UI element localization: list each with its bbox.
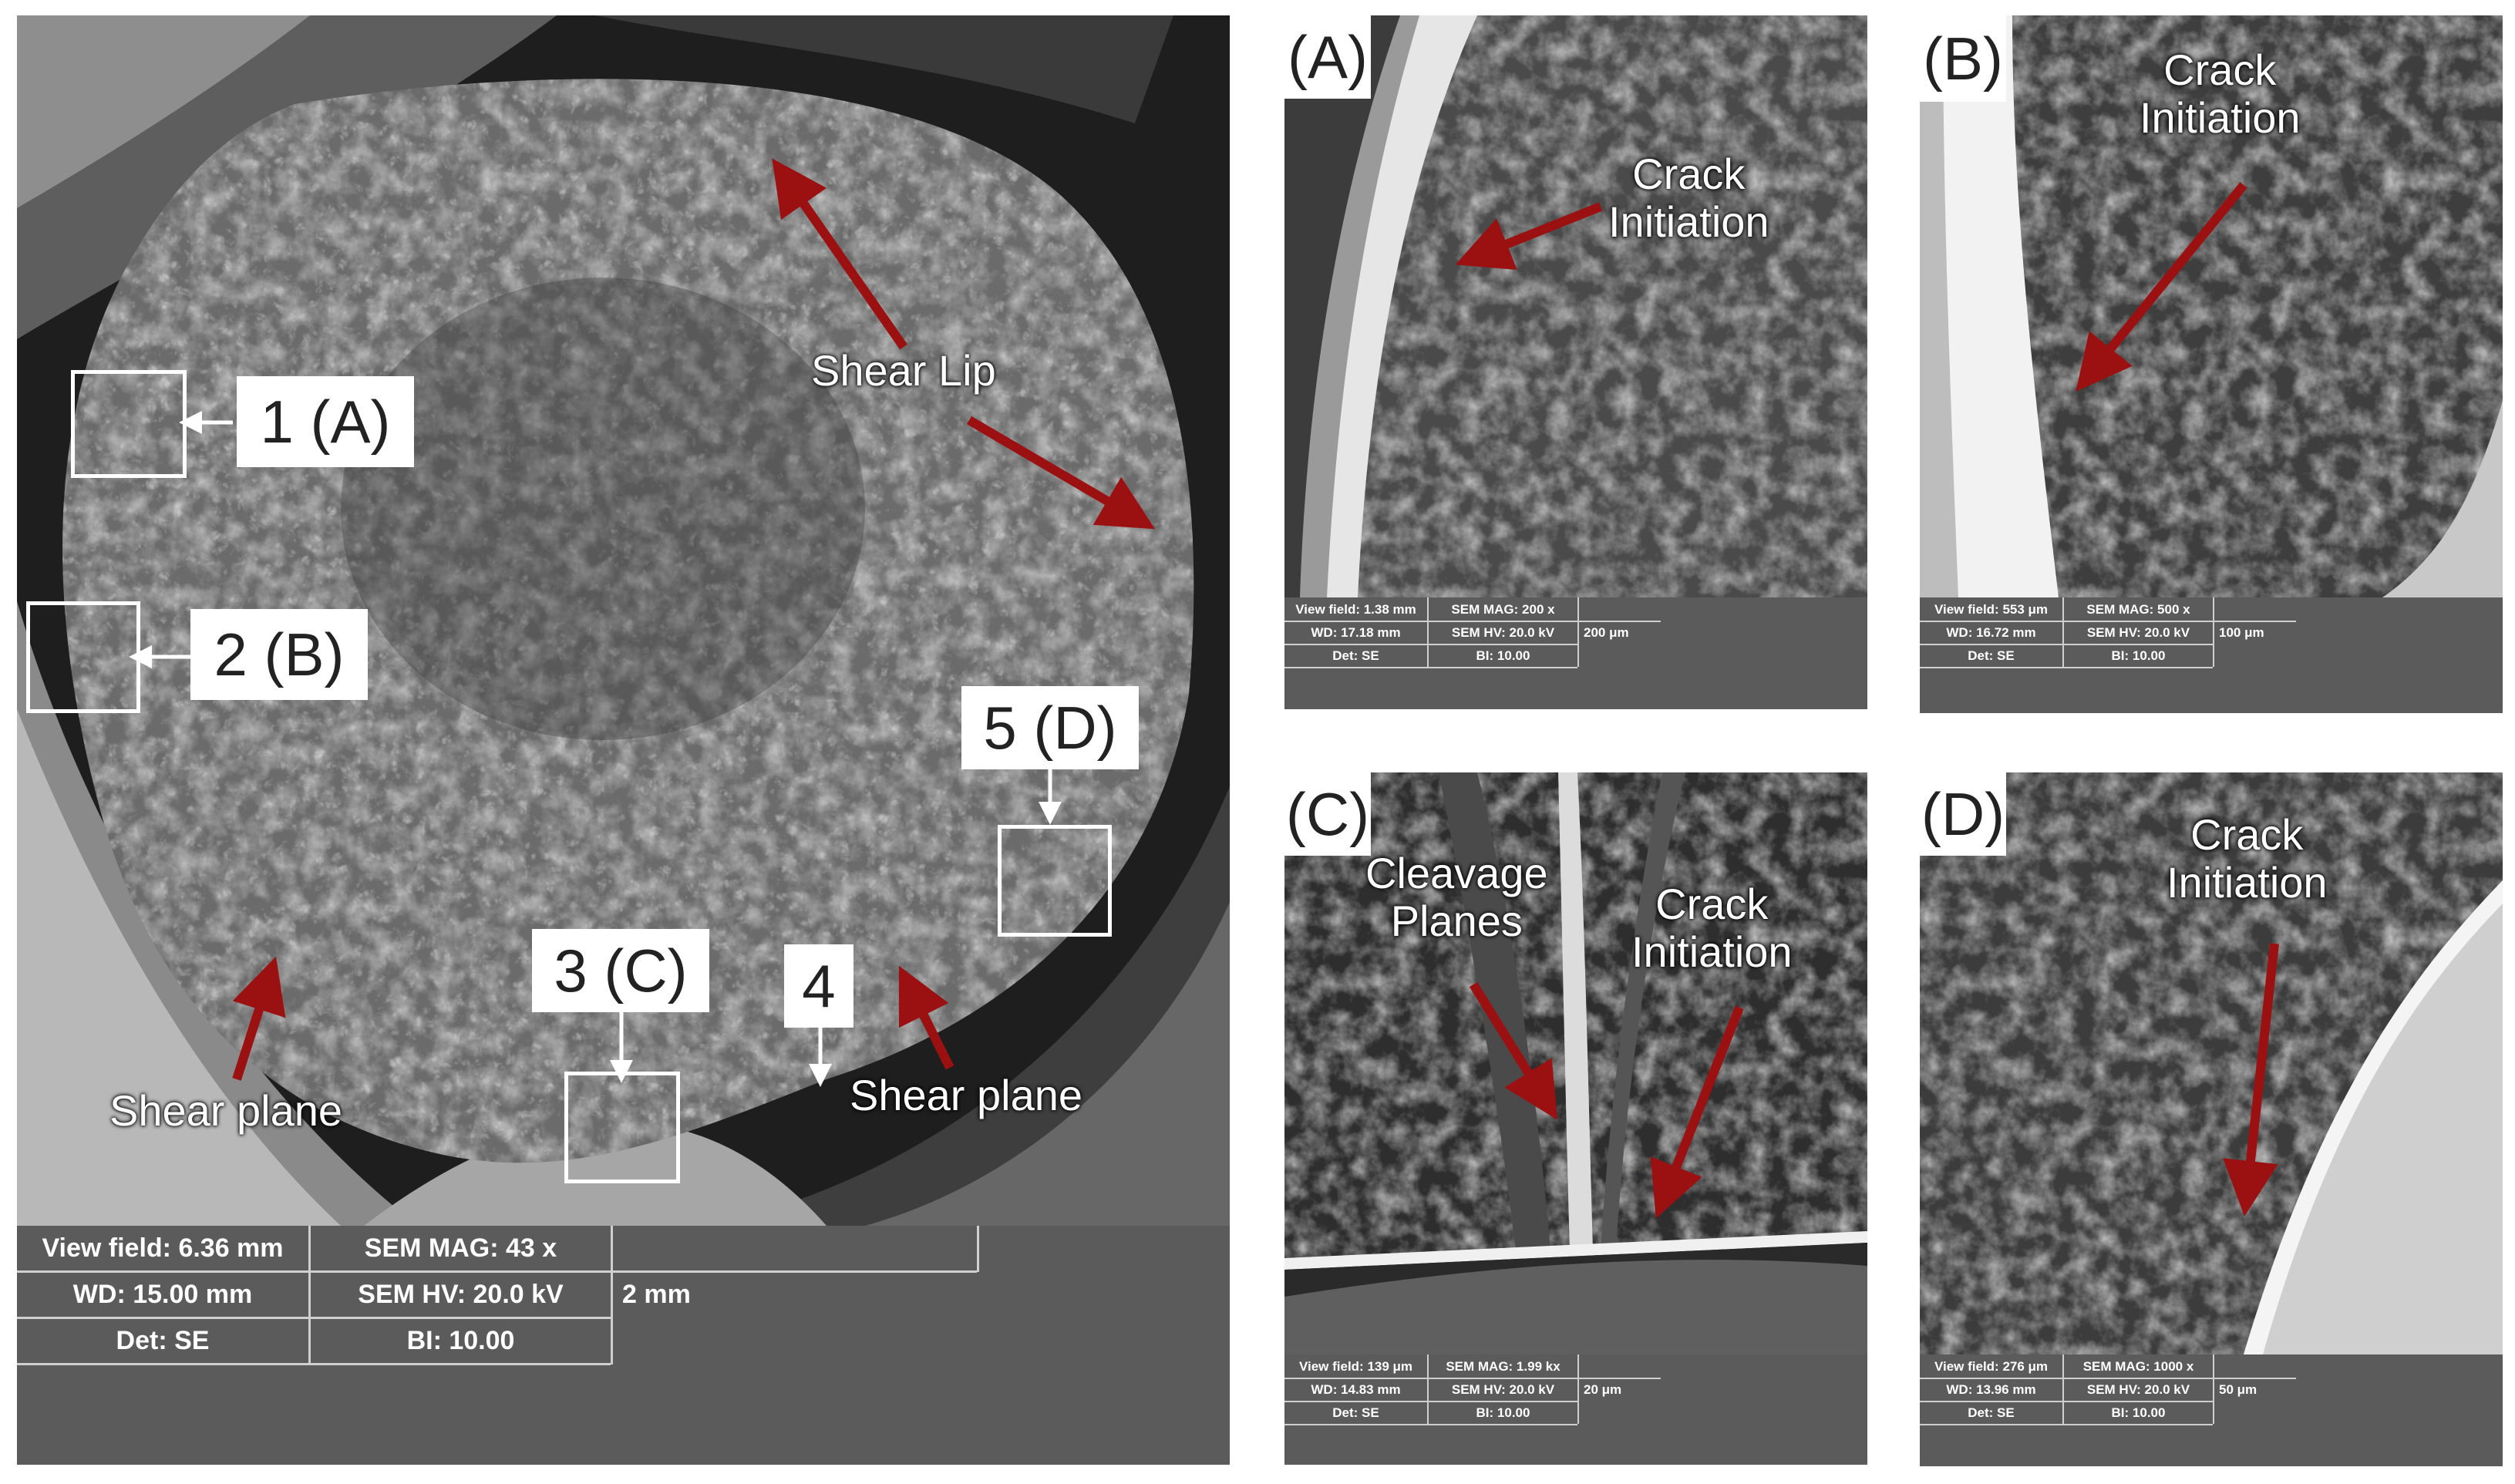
- panel-c-bi: BI: 10.00: [1476, 1405, 1530, 1420]
- panel-d-view-field: View field: 276 μm: [1934, 1359, 2049, 1374]
- panel-a: View field: 1.38 mm SEM MAG: 200 x WD: 1…: [1284, 15, 1867, 709]
- panel-c-annotation-crack: Crack Initiation: [1631, 880, 1793, 976]
- region-2-box: [26, 601, 140, 713]
- panel-a-scale: 200 μm: [1584, 625, 1629, 640]
- panel-d-bi: BI: 10.00: [2111, 1405, 2166, 1420]
- panel-d-label: (D): [1920, 772, 2006, 856]
- panel-a-wd: WD: 17.18 mm: [1311, 625, 1401, 640]
- panel-c-image: [1284, 772, 1867, 1354]
- panel-a-annotation: Crack Initiation: [1608, 150, 1769, 246]
- panel-d-info-bar: View field: 276 μm SEM MAG: 1000 x WD: 1…: [1920, 1354, 2503, 1466]
- panel-c-wd: WD: 14.83 mm: [1311, 1382, 1401, 1397]
- panel-c-annotation-cleavage: Cleavage Planes: [1365, 849, 1548, 945]
- main-info-bar: View field: 6.36 mm SEM MAG: 43 x WD: 15…: [17, 1226, 1230, 1465]
- main-sem-panel: View field: 6.36 mm SEM MAG: 43 x WD: 15…: [17, 15, 1230, 1465]
- panel-d-image: [1920, 772, 2503, 1354]
- annotation-shear-plane-left: Shear plane: [109, 1086, 343, 1135]
- main-wd: WD: 15.00 mm: [72, 1280, 253, 1309]
- main-bi: BI: 10.00: [406, 1326, 515, 1355]
- panel-b-scale: 100 μm: [2219, 625, 2264, 640]
- region-3-box: [564, 1072, 680, 1183]
- main-scale-label: 2 mm: [622, 1280, 691, 1309]
- main-det: Det: SE: [116, 1326, 210, 1355]
- annotation-shear-plane-right: Shear plane: [850, 1071, 1083, 1119]
- panel-d-sem-hv: SEM HV: 20.0 kV: [2086, 1382, 2190, 1397]
- panel-a-sem-hv: SEM HV: 20.0 kV: [1451, 625, 1555, 640]
- panel-c-info-bar: View field: 139 μm SEM MAG: 1.99 kx WD: …: [1284, 1354, 1867, 1465]
- panel-b-label: (B): [1920, 15, 2006, 102]
- panel-d-scale: 50 μm: [2219, 1382, 2257, 1397]
- region-1-box: [71, 370, 187, 478]
- panel-d: View field: 276 μm SEM MAG: 1000 x WD: 1…: [1920, 772, 2503, 1466]
- panel-b: View field: 553 μm SEM MAG: 500 x WD: 16…: [1920, 15, 2503, 713]
- panel-a-det: Det: SE: [1332, 648, 1379, 663]
- callout-3: 3 (C): [532, 929, 709, 1012]
- panel-b-info-bar: View field: 553 μm SEM MAG: 500 x WD: 16…: [1920, 597, 2503, 713]
- callout-4: 4: [784, 944, 853, 1028]
- main-sem-mag: SEM MAG: 43 x: [364, 1233, 557, 1263]
- callout-2: 2 (B): [190, 609, 368, 700]
- panel-b-view-field: View field: 553 μm: [1934, 602, 2049, 617]
- panel-d-annotation: Crack Initiation: [2167, 810, 2328, 907]
- panel-a-info-bar: View field: 1.38 mm SEM MAG: 200 x WD: 1…: [1284, 597, 1867, 709]
- panel-a-view-field: View field: 1.38 mm: [1295, 602, 1416, 617]
- region-5-box: [998, 825, 1112, 937]
- panel-b-sem-hv: SEM HV: 20.0 kV: [2086, 625, 2190, 640]
- panel-d-sem-mag: SEM MAG: 1000 x: [2082, 1359, 2194, 1374]
- panel-a-sem-mag: SEM MAG: 200 x: [1451, 602, 1555, 617]
- panel-b-annotation: Crack Initiation: [2140, 45, 2301, 142]
- callout-1: 1 (A): [237, 376, 414, 467]
- panel-c-scale: 20 μm: [1584, 1382, 1622, 1397]
- panel-a-bi: BI: 10.00: [1476, 648, 1530, 663]
- callout-5: 5 (D): [961, 686, 1139, 769]
- fracture-surface-image: [17, 15, 1230, 1230]
- panel-c-view-field: View field: 139 μm: [1298, 1359, 1413, 1374]
- main-sem-hv: SEM HV: 20.0 kV: [358, 1280, 564, 1309]
- panel-b-det: Det: SE: [1968, 648, 2015, 663]
- panel-d-det: Det: SE: [1968, 1405, 2015, 1420]
- panel-a-label: (A): [1284, 15, 1371, 99]
- annotation-shear-lip: Shear Lip: [811, 346, 996, 395]
- panel-b-sem-mag: SEM MAG: 500 x: [2086, 602, 2190, 617]
- panel-c-sem-hv: SEM HV: 20.0 kV: [1451, 1382, 1555, 1397]
- panel-c-label: (C): [1284, 772, 1371, 856]
- panel-c: View field: 139 μm SEM MAG: 1.99 kx WD: …: [1284, 772, 1867, 1465]
- panel-c-sem-mag: SEM MAG: 1.99 kx: [1446, 1359, 1561, 1374]
- panel-b-bi: BI: 10.00: [2111, 648, 2166, 663]
- panel-c-det: Det: SE: [1332, 1405, 1379, 1420]
- main-view-field: View field: 6.36 mm: [42, 1233, 284, 1263]
- panel-b-wd: WD: 16.72 mm: [1946, 625, 2036, 640]
- panel-d-wd: WD: 13.96 mm: [1946, 1382, 2036, 1397]
- panel-a-image: [1284, 15, 1867, 597]
